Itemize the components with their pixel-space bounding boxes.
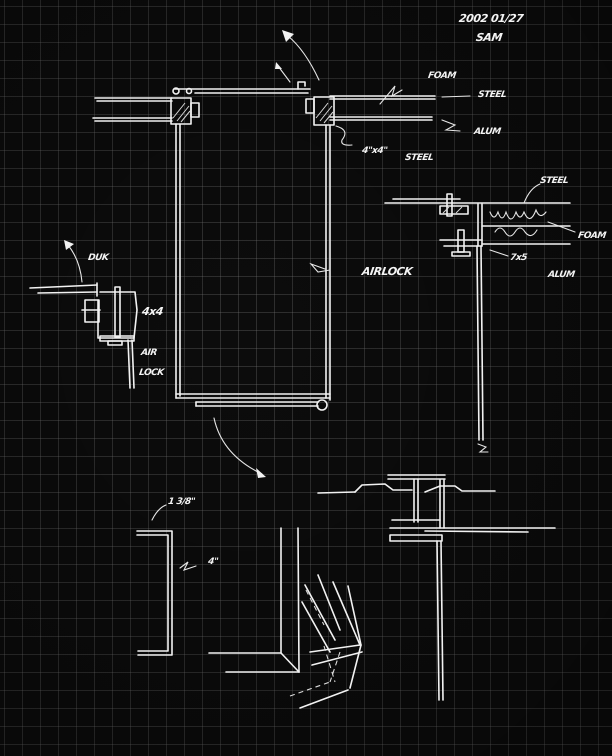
label-4x4-size: 4"x4" (361, 146, 388, 156)
left-door-detail (29, 240, 138, 389)
label-steel-right: STEEL (539, 176, 569, 186)
label-air: AIR (140, 348, 158, 358)
c-channel-detail (136, 504, 197, 656)
label-foam-top: FOAM (427, 71, 457, 81)
label-lock: LOCK (138, 368, 165, 378)
label-alum-right: ALUM (547, 270, 576, 280)
top-plan-detail (92, 30, 471, 146)
date-note: 2002 01/27 (458, 12, 524, 25)
corner-detail (208, 527, 363, 709)
right-section-detail (384, 183, 576, 453)
label-tube-size: 7x5 (509, 253, 528, 263)
author-note: SAM (475, 31, 503, 44)
bottom-right-section (317, 474, 556, 701)
label-foam-right: FOAM (577, 231, 607, 241)
label-4x4-left: 4x4 (141, 305, 164, 318)
label-door: DUK (87, 253, 109, 263)
label-steel-top: STEEL (477, 90, 507, 100)
label-airlock: AIRLOCK (361, 265, 414, 278)
airlock-plan (175, 123, 331, 478)
label-alum-top: ALUM (473, 127, 502, 137)
label-dim-top: 1 3/8" (167, 497, 196, 507)
label-4x4-steel: STEEL (404, 153, 434, 163)
label-dim-side: 4" (207, 557, 219, 567)
